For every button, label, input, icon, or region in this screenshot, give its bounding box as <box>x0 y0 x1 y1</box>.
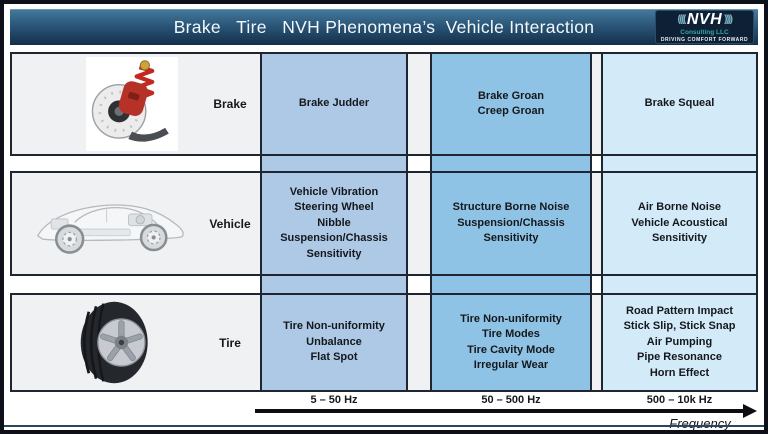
vehicle-image <box>26 179 194 269</box>
tire-image <box>78 297 154 388</box>
cell-vehicle-mid: Structure Borne Noise Suspension/Chassis… <box>452 201 570 245</box>
logo-row: (((( NVH )))) <box>677 10 734 28</box>
row-label: Brake <box>213 97 247 111</box>
frequency-axis-arrow <box>255 409 743 413</box>
row-label-cell-brake: Brake <box>14 52 258 156</box>
column-strip-mid-frequency <box>430 52 592 392</box>
logo-tagline: DRIVING COMFORT FORWARD <box>660 36 749 43</box>
soundwave-left-icon: (((( <box>677 13 687 25</box>
row-label-cell-vehicle: Vehicle <box>14 171 258 276</box>
frequency-axis-arrowhead-icon <box>743 404 757 418</box>
frequency-axis-label: Frequency <box>669 416 731 431</box>
column-strip-low-frequency <box>260 52 408 392</box>
cell-brake-high: Brake Squeal <box>644 97 715 110</box>
cell-brake-low: Brake Judder <box>298 97 370 110</box>
row-label-cell-tire: Tire <box>14 293 258 392</box>
cell-tire-low: Tire Non-uniformity Unbalance Flat Spot <box>283 320 385 364</box>
row-label: Tire <box>219 335 241 350</box>
frequency-range-low: 5 – 50 Hz <box>310 394 358 406</box>
cell-vehicle-low: Vehicle Vibration Steering Wheel Nibble … <box>280 186 388 260</box>
cell-vehicle-high: Air Borne Noise Vehicle Acoustical Sensi… <box>631 201 728 245</box>
interaction-table: Brake Brake Judder Brake Groan Creep Gro… <box>10 52 758 392</box>
frequency-range-mid: 50 – 500 Hz <box>481 394 541 406</box>
cell-brake-mid: Brake Groan Creep Groan <box>477 89 545 117</box>
logo-name: NVH <box>686 10 723 28</box>
nvh-consulting-logo: (((( NVH )))) Consulting LLC DRIVING COM… <box>655 10 754 44</box>
column-strip-high-frequency <box>601 52 758 392</box>
soundwave-right-icon: )))) <box>724 13 733 25</box>
cell-tire-mid: Tire Non-uniformity Tire Modes Tire Cavi… <box>460 312 562 371</box>
header-bar: Brake Tire NVH Phenomena’s Vehicle Inter… <box>10 9 758 45</box>
row-label: Vehicle <box>209 216 251 231</box>
frequency-range-high: 500 – 10k Hz <box>646 394 713 406</box>
slide-title: Brake Tire NVH Phenomena’s Vehicle Inter… <box>173 17 595 37</box>
cell-tire-high: Road Pattern Impact Stick Slip, Stick Sn… <box>623 305 736 379</box>
brake-image <box>86 57 178 151</box>
logo-subtitle: Consulting LLC <box>680 28 729 36</box>
